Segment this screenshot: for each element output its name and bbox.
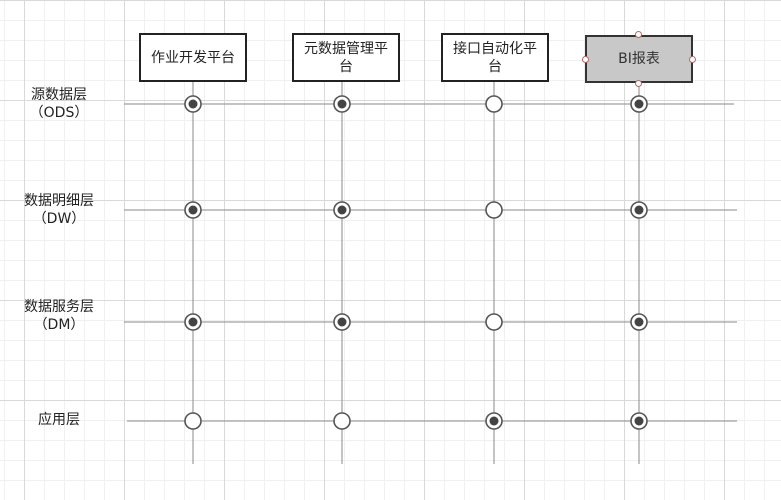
- selection-handle-right[interactable]: [689, 56, 696, 63]
- node-dot: [634, 205, 644, 215]
- node-ring: [333, 412, 351, 430]
- node-dm-metadata-platform[interactable]: [333, 313, 351, 331]
- row-label-dw-name: 数据明细层: [24, 193, 94, 209]
- row-label-dm: 数据服务层 （DM）: [9, 298, 109, 334]
- row-label-ods-code: （ODS）: [29, 105, 89, 121]
- node-dm-bi-report[interactable]: [630, 313, 648, 331]
- node-dot: [188, 317, 198, 327]
- column-label-api-platform: 接口自动化平台: [453, 40, 537, 75]
- node-ods-metadata-platform[interactable]: [333, 95, 351, 113]
- row-label-app: 应用层: [9, 411, 109, 429]
- node-dw-job-platform[interactable]: [184, 201, 202, 219]
- node-ods-bi-report[interactable]: [630, 95, 648, 113]
- column-label-job-platform: 作业开发平台: [151, 49, 235, 66]
- node-ods-api-platform[interactable]: [485, 95, 503, 113]
- column-box-bi-report[interactable]: BI报表: [585, 35, 693, 83]
- node-dm-api-platform[interactable]: [485, 313, 503, 331]
- row-label-dw: 数据明细层 （DW）: [9, 192, 109, 228]
- node-ring: [485, 313, 503, 331]
- node-app-bi-report[interactable]: [630, 412, 648, 430]
- column-box-job-platform[interactable]: 作业开发平台: [139, 33, 247, 82]
- node-dot: [337, 317, 347, 327]
- selection-handle-top[interactable]: [635, 31, 642, 38]
- node-app-api-platform[interactable]: [485, 412, 503, 430]
- row-label-ods: 源数据层 （ODS）: [9, 86, 109, 122]
- node-dm-job-platform[interactable]: [184, 313, 202, 331]
- selection-handle-left[interactable]: [582, 56, 589, 63]
- node-dot: [489, 416, 499, 426]
- column-label-bi-report: BI报表: [618, 51, 660, 67]
- node-dot: [634, 317, 644, 327]
- selection-handle-bottom[interactable]: [635, 80, 642, 87]
- row-label-dm-code: （DM）: [33, 317, 85, 333]
- connector-lines: [124, 82, 737, 464]
- row-label-dw-code: （DW）: [32, 211, 86, 227]
- node-dw-metadata-platform[interactable]: [333, 201, 351, 219]
- node-dot: [337, 99, 347, 109]
- node-app-job-platform[interactable]: [184, 412, 202, 430]
- row-label-dm-name: 数据服务层: [24, 299, 94, 315]
- node-dot: [634, 99, 644, 109]
- node-ring: [485, 201, 503, 219]
- row-label-ods-name: 源数据层: [31, 87, 87, 103]
- node-app-metadata-platform[interactable]: [333, 412, 351, 430]
- node-dot: [634, 416, 644, 426]
- column-box-metadata-platform[interactable]: 元数据管理平台: [292, 33, 400, 82]
- matrix-nodes: [184, 95, 648, 430]
- node-dot: [188, 205, 198, 215]
- node-dot: [188, 99, 198, 109]
- node-dot: [337, 205, 347, 215]
- column-box-api-platform[interactable]: 接口自动化平台: [441, 33, 549, 82]
- node-dw-api-platform[interactable]: [485, 201, 503, 219]
- node-ring: [184, 412, 202, 430]
- node-ods-job-platform[interactable]: [184, 95, 202, 113]
- column-label-metadata-platform: 元数据管理平台: [304, 40, 388, 75]
- node-dw-bi-report[interactable]: [630, 201, 648, 219]
- node-ring: [485, 95, 503, 113]
- row-label-app-name: 应用层: [38, 412, 80, 428]
